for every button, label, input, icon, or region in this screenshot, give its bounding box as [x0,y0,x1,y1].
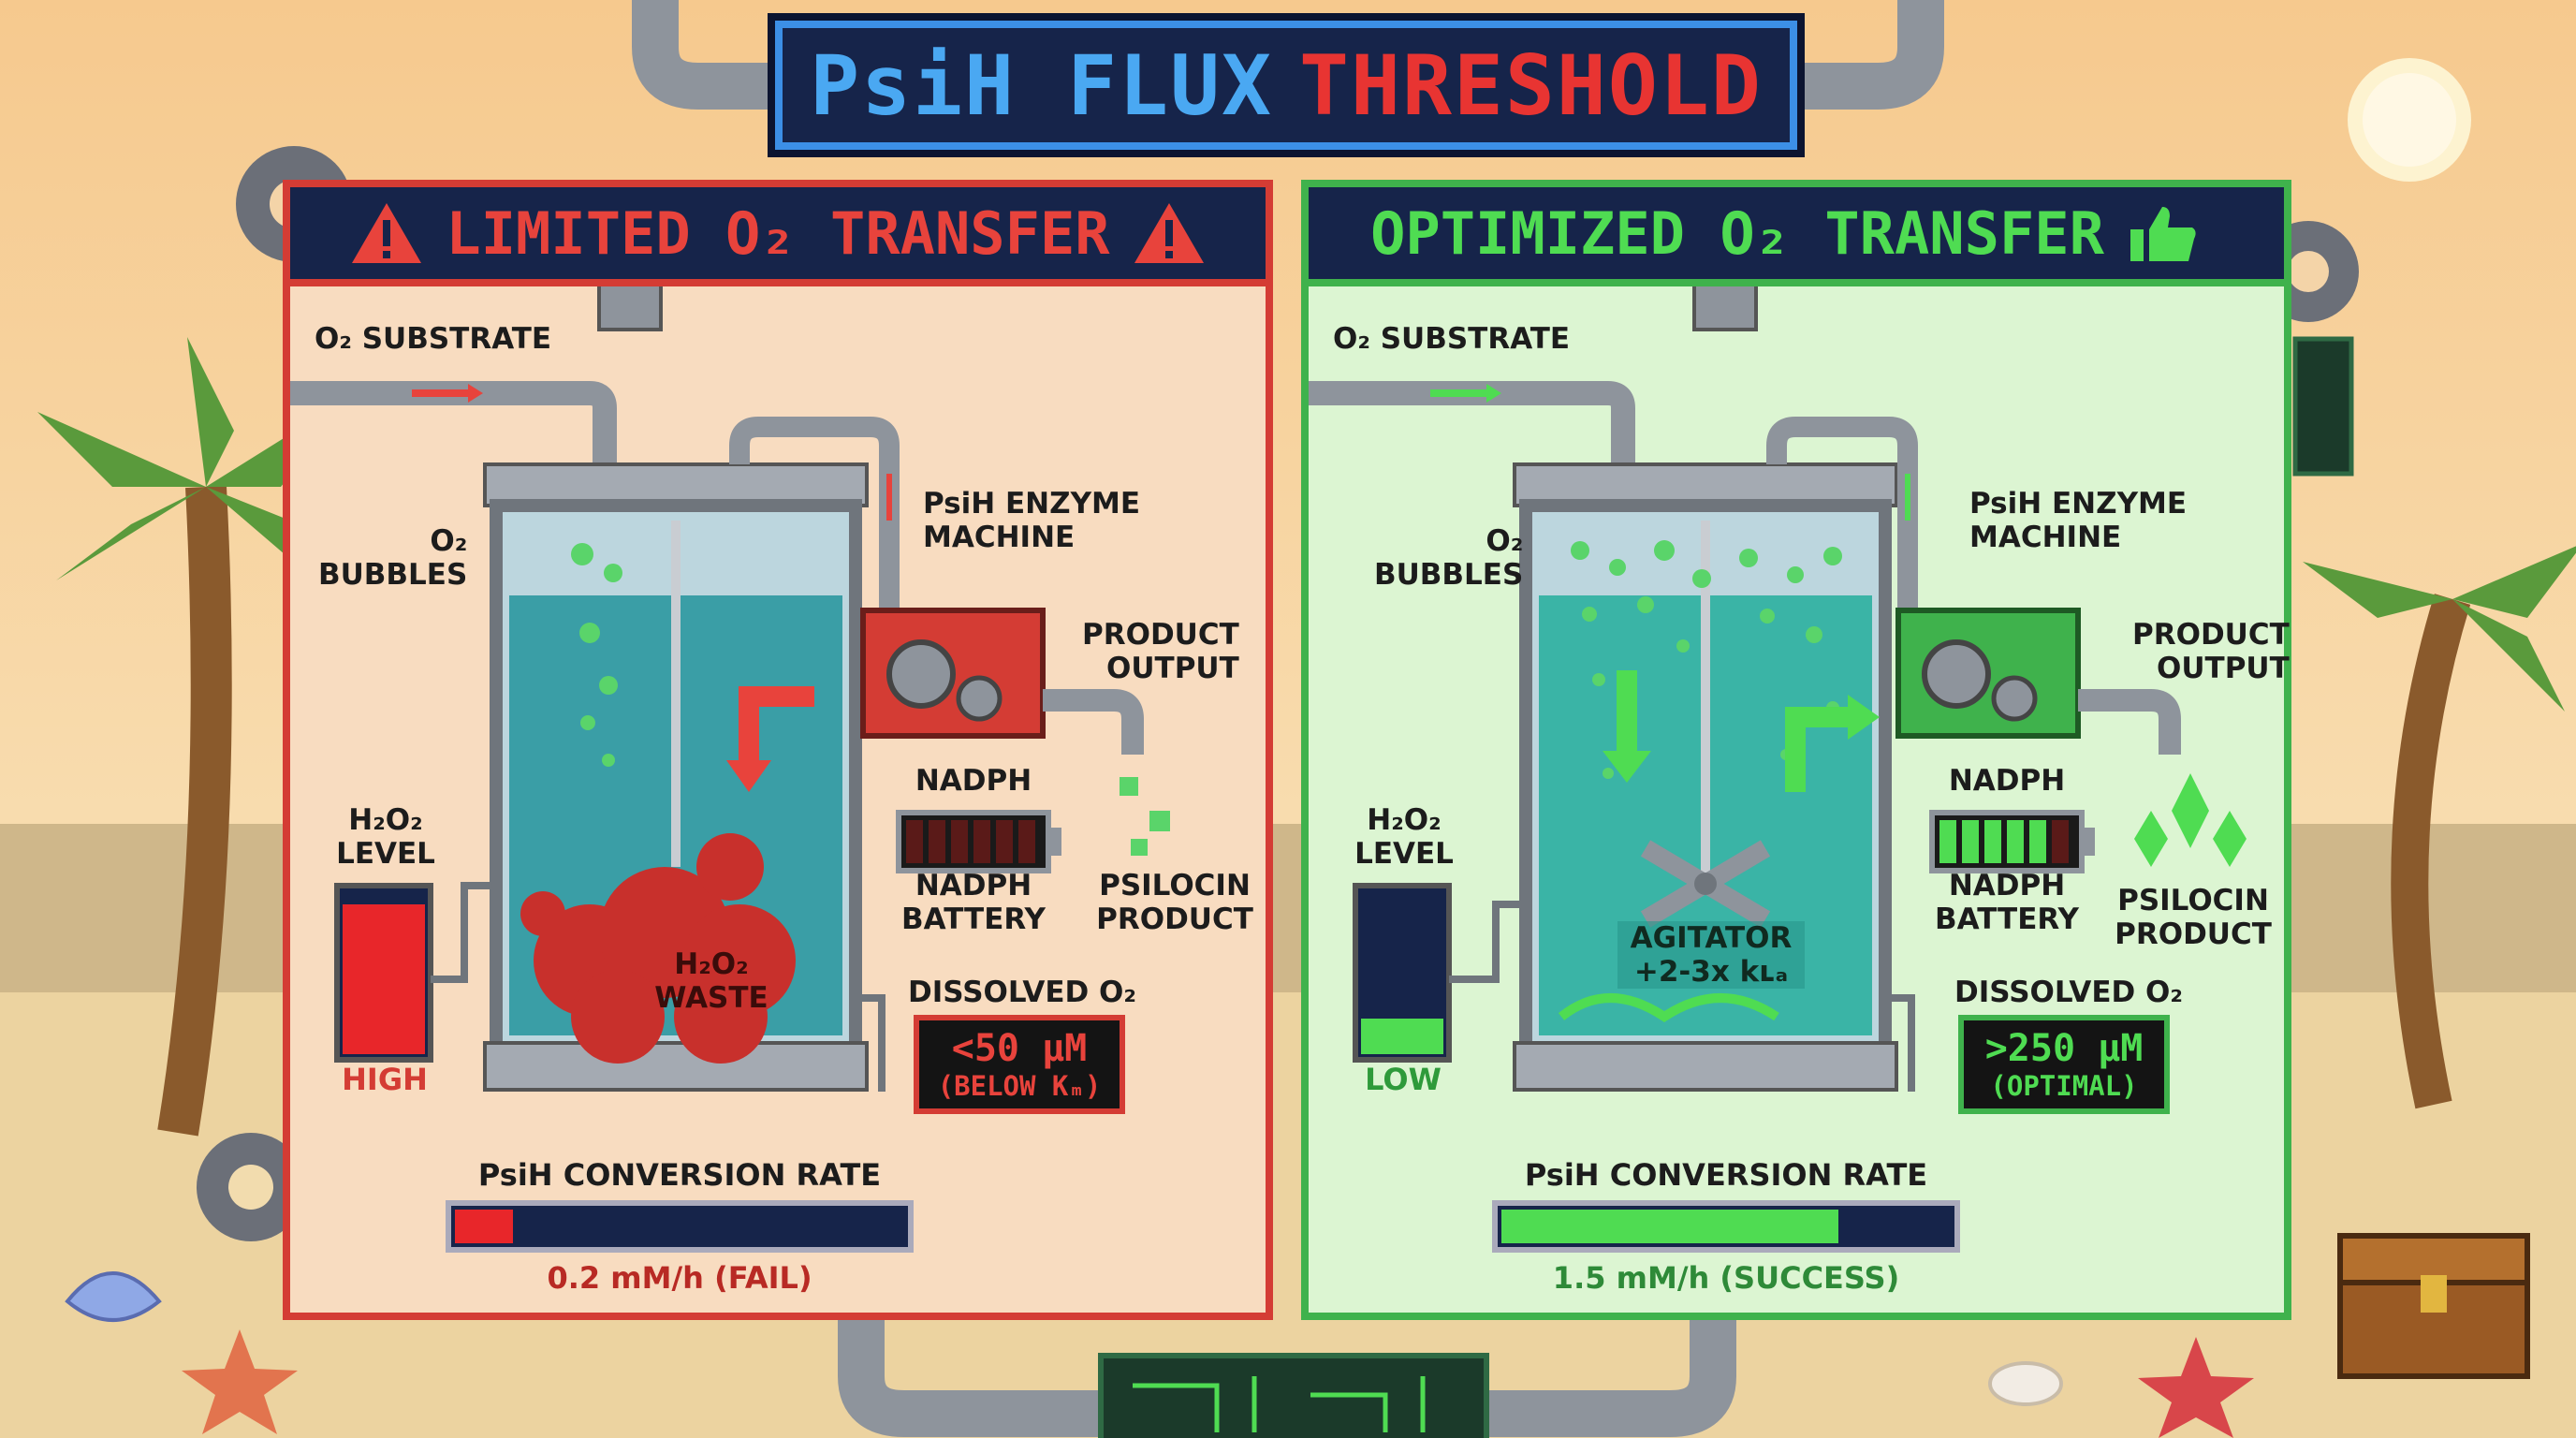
nadph-label: NADPH [1948,764,2066,798]
seashell-icon [65,1271,162,1322]
starfish-icon [2138,1337,2254,1438]
psilocin-product-label: PSILOCIN PRODUCT [2115,884,2272,951]
sun-icon [2348,58,2471,182]
conversion-rate-fill [1501,1210,1838,1243]
dissolved-o2-status: (BELOW Kₘ) [937,1070,1102,1102]
agitator-impeller [1640,840,1771,928]
palm-tree-icon [37,337,356,1137]
conversion-rate-title: PsiH CONVERSION RATE [477,1157,882,1193]
conversion-rate-bar [1492,1200,1960,1253]
optimized-transfer-header: OPTIMIZED O₂ TRANSFER [1309,187,2284,286]
h2o2-state-label: LOW [1365,1062,1442,1097]
limited-transfer-panel: LIMITED O₂ TRANSFER [283,180,1273,1320]
title-part-2: THRESHOLD [1299,37,1763,134]
conversion-rate-value: 1.5 mM/h (SUCCESS) [1552,1260,1900,1296]
psilocin-product-label: PSILOCIN PRODUCT [1096,869,1253,936]
nadph-battery-label: NADPH BATTERY [900,869,1046,936]
o2-bubbles-label: O₂ BUBBLES [1374,524,1524,592]
optimized-transfer-title: OPTIMIZED O₂ TRANSFER [1370,198,2104,268]
nadph-battery-cell [1018,820,1035,863]
product-output-label: PRODUCT OUTPUT [1082,618,1239,685]
title-part-1: PsiH FLUX [810,37,1273,134]
limited-reactor-diagram [290,286,1170,1092]
agitator-label: AGITATOR +2-3x kʟₐ [1617,921,1805,989]
palm-tree-icon [2303,546,2576,1109]
warning-icon [1134,203,1204,263]
gear-icon [886,639,956,709]
o2-substrate-label: O₂ SUBSTRATE [1333,322,1571,356]
limited-transfer-title: LIMITED O₂ TRANSFER [446,198,1110,268]
h2o2-gauge-fill [1361,1019,1443,1054]
nadph-battery-label: NADPH BATTERY [1934,869,2080,936]
limited-transfer-header: LIMITED O₂ TRANSFER [290,187,1266,286]
nadph-battery-cell [973,820,990,863]
o2-bubbles-label: O₂ BUBBLES [318,524,468,592]
gear-icon [956,675,1003,722]
dissolved-o2-value: >250 μM [1984,1027,2144,1070]
dissolved-o2-label: DISSOLVED O₂ [1954,976,2183,1009]
circuit-board-icon [2292,336,2354,477]
conversion-rate-fill [455,1210,513,1243]
dissolved-o2-readout: <50 μM (BELOW Kₘ) [914,1015,1125,1114]
nadph-battery-cell [996,820,1013,863]
dissolved-o2-label: DISSOLVED O₂ [908,976,1136,1009]
nadph-battery-cell [1962,820,1979,863]
nadph-battery-cell [2007,820,2024,863]
page-title: PsiH FLUX THRESHOLD [775,21,1797,150]
dissolved-o2-value: <50 μM [951,1027,1088,1070]
nadph-battery-cell [1939,820,1956,863]
enzyme-machine-label: PsiH ENZYME MACHINE [923,487,1141,554]
warning-icon [352,203,422,263]
gear-icon [1922,639,1991,709]
optimized-transfer-panel: OPTIMIZED O₂ TRANSFER [1301,180,2291,1320]
nadph-battery-cell [1984,820,2001,863]
conversion-rate-title: PsiH CONVERSION RATE [1524,1157,1928,1193]
thumbs-up-icon [2130,207,2196,261]
psilocin-crystals [2134,773,2247,867]
o2-substrate-label: O₂ SUBSTRATE [315,322,552,356]
conversion-rate-value: 0.2 mM/h (FAIL) [547,1260,812,1296]
seashell-icon [1988,1361,2063,1406]
h2o2-gauge-fill [343,904,425,1054]
dissolved-o2-status: (OPTIMAL) [1990,1070,2138,1102]
treasure-chest-icon [2337,1233,2530,1379]
nadph-battery-cell [2052,820,2069,863]
nadph-label: NADPH [915,764,1032,798]
dissolved-o2-readout: >250 μM (OPTIMAL) [1958,1015,2170,1114]
h2o2-level-label: H₂O₂ LEVEL [1354,803,1454,871]
enzyme-machine-label: PsiH ENZYME MACHINE [1969,487,2188,554]
product-output-label: PRODUCT OUTPUT [2132,618,2290,685]
conversion-rate-bar [446,1200,914,1253]
optimized-reactor-diagram [1309,286,2247,1092]
nadph-battery-cell [2029,820,2046,863]
gear-icon [1991,675,2038,722]
h2o2-waste-label: H₂O₂ WASTE [654,947,768,1015]
o2-bubbles [571,543,622,767]
h2o2-level-label: H₂O₂ LEVEL [336,803,435,871]
nadph-battery-cell [906,820,923,863]
circuit-board-icon [1098,1353,1489,1438]
nadph-battery-cell [929,820,945,863]
nadph-battery-cell [951,820,968,863]
starfish-icon [182,1329,298,1434]
gear-icon [197,1133,305,1241]
h2o2-waste-cloud [520,833,796,1064]
h2o2-state-label: HIGH [342,1062,428,1097]
